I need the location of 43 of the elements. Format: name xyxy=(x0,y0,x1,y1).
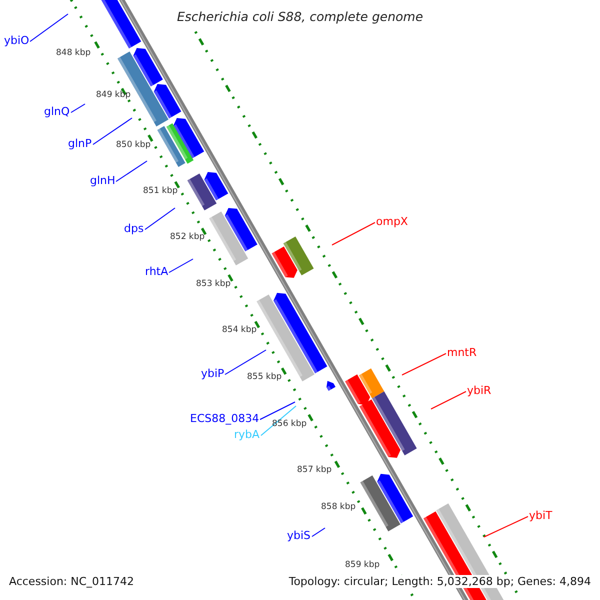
gene-label: rybA xyxy=(234,428,260,441)
leader-line xyxy=(260,402,296,420)
footer-text: Topology: circular; Length: 5,032,268 bp; Genes: 4,894 xyxy=(288,575,591,588)
leader-line xyxy=(168,258,194,273)
gene-label: glnP xyxy=(68,137,92,150)
gene-label: glnQ xyxy=(44,105,70,118)
scale-label: 857 kbp xyxy=(297,465,332,475)
gene-label: ybiT xyxy=(529,509,552,522)
leader-line xyxy=(260,406,296,436)
footer-text: Accession: NC_011742 xyxy=(9,575,134,588)
leader-line xyxy=(116,160,148,182)
leader-line xyxy=(92,118,132,145)
gene-label: ybiP xyxy=(201,367,224,380)
leader-line xyxy=(332,222,376,246)
scale-label: 854 kbp xyxy=(222,325,257,335)
scale-label: 859 kbp xyxy=(345,560,380,570)
gene-label: ybiS xyxy=(287,529,311,542)
gene-label: mntR xyxy=(447,346,477,359)
scale-label: 858 kbp xyxy=(321,502,356,512)
scale-label: 855 kbp xyxy=(247,372,282,382)
leader-line xyxy=(402,353,446,376)
leader-line xyxy=(144,208,176,230)
leader-line xyxy=(70,104,86,113)
gene-label: rhtA xyxy=(145,265,168,278)
gene-label: glnH xyxy=(90,174,116,187)
gene-label: ybiO xyxy=(4,34,30,47)
scale-label: 851 kbp xyxy=(143,186,178,196)
leader-line xyxy=(224,350,266,375)
scale-label: 848 kbp xyxy=(56,48,91,58)
scale-label: 853 kbp xyxy=(196,279,231,289)
leader-line xyxy=(312,528,326,537)
leader-line xyxy=(430,391,466,410)
scale-label: 849 kbp xyxy=(96,90,131,100)
scale-label: 856 kbp xyxy=(272,419,307,429)
scale-label: 850 kbp xyxy=(116,140,151,150)
gene-label: ompX xyxy=(376,215,408,228)
leader-line xyxy=(30,14,68,42)
scale-label: 852 kbp xyxy=(170,232,205,242)
gene-label: dps xyxy=(124,222,144,235)
gene-label: ECS88_0834 xyxy=(190,412,260,425)
gene-label: ybiR xyxy=(467,384,492,397)
leader-line xyxy=(484,516,528,538)
title: Escherichia coli S88, complete genome xyxy=(176,9,424,24)
